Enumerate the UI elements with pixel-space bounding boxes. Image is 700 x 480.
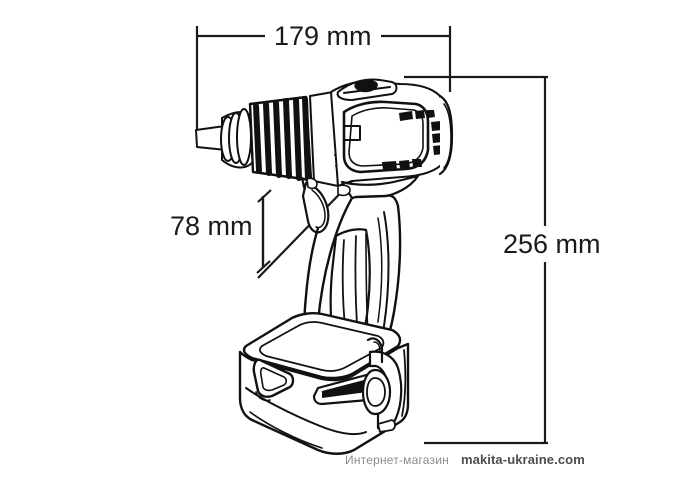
shop-label: Интернет-магазин — [345, 453, 449, 467]
dim-78-tick-lower — [256, 260, 271, 274]
battery-release-button-lip — [255, 391, 271, 402]
battery-front-slot-inner — [322, 379, 368, 398]
trigger — [301, 181, 330, 234]
shop-domain-label: makita-ukraine.com — [460, 452, 585, 467]
drill-body — [330, 78, 454, 200]
battery-side-crease — [401, 349, 407, 417]
dimension-label-78mm: 78 mm — [163, 211, 260, 242]
battery-body-front-crease — [245, 387, 367, 435]
trigger-assembly — [300, 176, 351, 234]
led-lamp — [337, 184, 351, 197]
footer-watermark: Интернет-магазин makita-ukraine.com — [345, 452, 585, 468]
battery-pack — [238, 312, 410, 455]
battery-release-button-inner — [259, 367, 288, 392]
chuck-nose-ring-3 — [236, 108, 252, 166]
handle-rear-inner — [377, 217, 383, 323]
battery-latch-stem-2 — [373, 341, 381, 353]
vent-slots-upper — [399, 110, 435, 121]
battery-latch-foot — [377, 419, 396, 433]
battery-body-bottom-crease — [249, 411, 323, 449]
trigger-inner-line — [311, 189, 326, 229]
dimension-label-179mm: 179 mm — [265, 21, 381, 52]
body-inlay-notch — [343, 125, 361, 141]
drill-illustration — [195, 78, 454, 455]
battery-latch-stem — [366, 337, 384, 364]
chuck-assembly — [195, 91, 354, 187]
vent-slots-lower — [382, 159, 422, 170]
dim-78-tick-upper — [257, 189, 272, 203]
switch-slot — [343, 86, 391, 94]
dimension-label-256mm: 256 mm — [495, 228, 609, 261]
body-rear-cap-line — [443, 103, 452, 169]
body-side-inlay-inner — [348, 107, 424, 167]
chuck-ribs — [253, 96, 311, 182]
trigger-pivot — [306, 177, 318, 190]
battery-latch-ring-inner — [366, 377, 386, 407]
